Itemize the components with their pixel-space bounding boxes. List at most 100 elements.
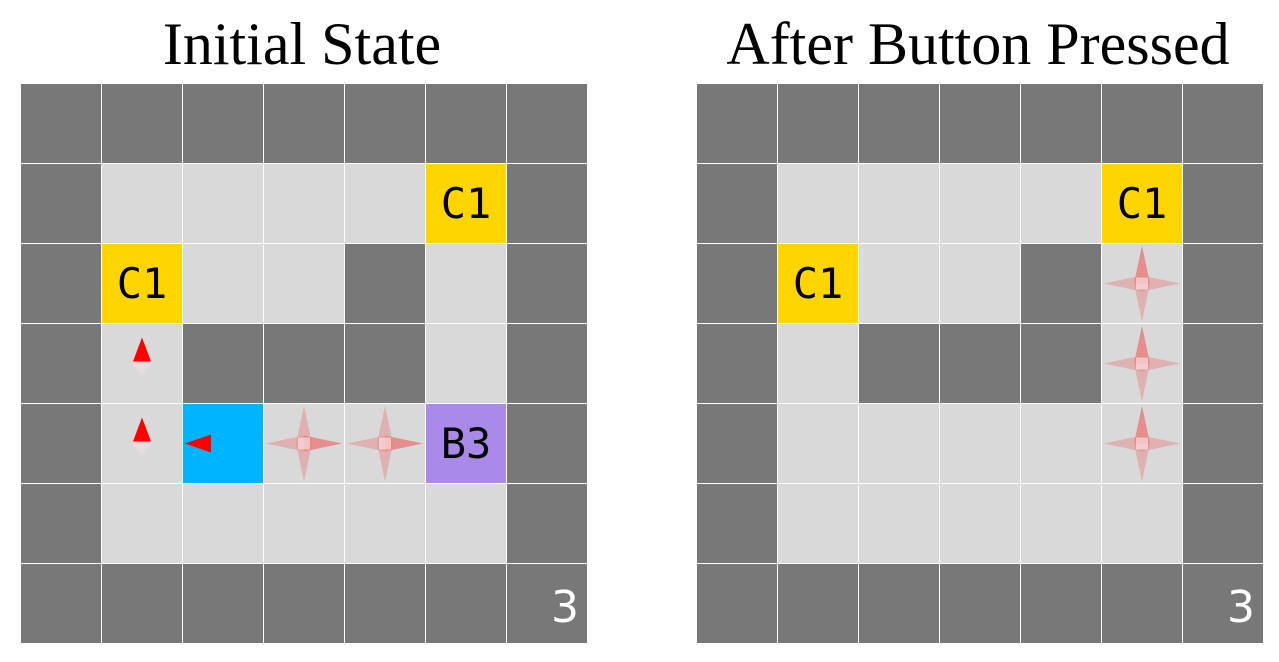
wall-cell: [940, 324, 1020, 403]
wall-cell: [264, 324, 344, 403]
arrow-up-icon: [132, 417, 152, 456]
button-cell: B3: [426, 404, 506, 483]
wall-cell: [21, 404, 101, 483]
wall-cell: [507, 84, 587, 163]
trail-ray-left: [1104, 355, 1142, 372]
wall-cell: [859, 84, 939, 163]
floor-cell: [1102, 324, 1182, 403]
floor-cell: [183, 164, 263, 243]
trail-center: [379, 437, 391, 450]
wall-cell: [102, 564, 182, 643]
trail-ray-down: [296, 443, 312, 482]
trail-ray-right: [1142, 275, 1180, 292]
trail-ray-up: [1134, 405, 1150, 444]
wall-cell: [1183, 404, 1263, 483]
floor-cell: [940, 404, 1020, 483]
wall-cell: [859, 324, 939, 403]
trail-ray-left: [266, 435, 304, 452]
trail-ray-right: [1142, 435, 1180, 452]
floor-cell: [1102, 244, 1182, 323]
floor-cell: [778, 404, 858, 483]
floor-cell: [859, 164, 939, 243]
wall-cell: [697, 404, 777, 483]
arrow-head: [185, 434, 211, 453]
wall-cell: [1021, 324, 1101, 403]
wall-cell: [183, 324, 263, 403]
wall-cell: [345, 324, 425, 403]
cell-label: C1: [440, 178, 492, 228]
wall-cell: [697, 564, 777, 643]
floor-cell: [940, 484, 1020, 563]
floor-cell: [345, 164, 425, 243]
wall-cell: [21, 484, 101, 563]
floor-cell: [1102, 484, 1182, 563]
wall-cell: [183, 84, 263, 163]
wall-cell: [21, 324, 101, 403]
wall-cell: [1183, 484, 1263, 563]
wall-cell: [1021, 84, 1101, 163]
wall-cell: [102, 84, 182, 163]
floor-cell: [183, 484, 263, 563]
wall-cell: [507, 244, 587, 323]
floor-cell: [345, 484, 425, 563]
step-counter: 3: [551, 582, 579, 633]
wall-cell: [778, 84, 858, 163]
wall-cell: [183, 564, 263, 643]
floor-cell: [264, 164, 344, 243]
wall-cell: 3: [507, 564, 587, 643]
floor-cell: [940, 164, 1020, 243]
trail-ray-left: [347, 435, 385, 452]
wall-cell: [507, 484, 587, 563]
trail-ray-up: [1134, 325, 1150, 364]
wall-cell: [264, 564, 344, 643]
wall-cell: [507, 164, 587, 243]
floor-cell: [1021, 164, 1101, 243]
agent-cell: [183, 404, 263, 483]
panel-title: After Button Pressed: [726, 11, 1230, 77]
wall-cell: [1102, 564, 1182, 643]
trail-marker-icon: [1104, 325, 1180, 402]
wall-cell: [1021, 244, 1101, 323]
trail-center: [298, 437, 310, 450]
step-counter: 3: [1227, 582, 1255, 633]
wall-cell: [21, 244, 101, 323]
cell-label: B3: [440, 418, 492, 468]
panel-title: Initial State: [162, 11, 442, 77]
floor-cell: [778, 484, 858, 563]
wall-cell: [21, 564, 101, 643]
floor-cell: [1021, 484, 1101, 563]
floor-cell: [102, 404, 182, 483]
wall-cell: [264, 84, 344, 163]
wall-cell: [697, 324, 777, 403]
floor-cell: [264, 244, 344, 323]
trail-ray-up: [296, 405, 312, 444]
trail-ray-down: [1134, 283, 1150, 322]
floor-cell: [102, 484, 182, 563]
wall-cell: 3: [1183, 564, 1263, 643]
floor-cell: [778, 324, 858, 403]
wall-cell: [940, 84, 1020, 163]
cell-label: C1: [1116, 178, 1168, 228]
wall-cell: [778, 564, 858, 643]
wall-cell: [345, 244, 425, 323]
floor-cell: [264, 404, 344, 483]
wall-cell: [697, 84, 777, 163]
cell-label: C1: [792, 258, 844, 308]
wall-cell: [1183, 244, 1263, 323]
arrow-head: [133, 417, 151, 442]
wall-cell: [507, 324, 587, 403]
trail-marker-icon: [266, 405, 342, 482]
wall-cell: [1183, 84, 1263, 163]
floor-cell: [102, 324, 182, 403]
wall-cell: [1183, 324, 1263, 403]
floor-cell: [345, 404, 425, 483]
floor-cell: [426, 244, 506, 323]
wall-cell: [1102, 84, 1182, 163]
switch-cell: C1: [1102, 164, 1182, 243]
floor-cell: [426, 484, 506, 563]
wall-cell: [940, 564, 1020, 643]
wall-cell: [426, 564, 506, 643]
